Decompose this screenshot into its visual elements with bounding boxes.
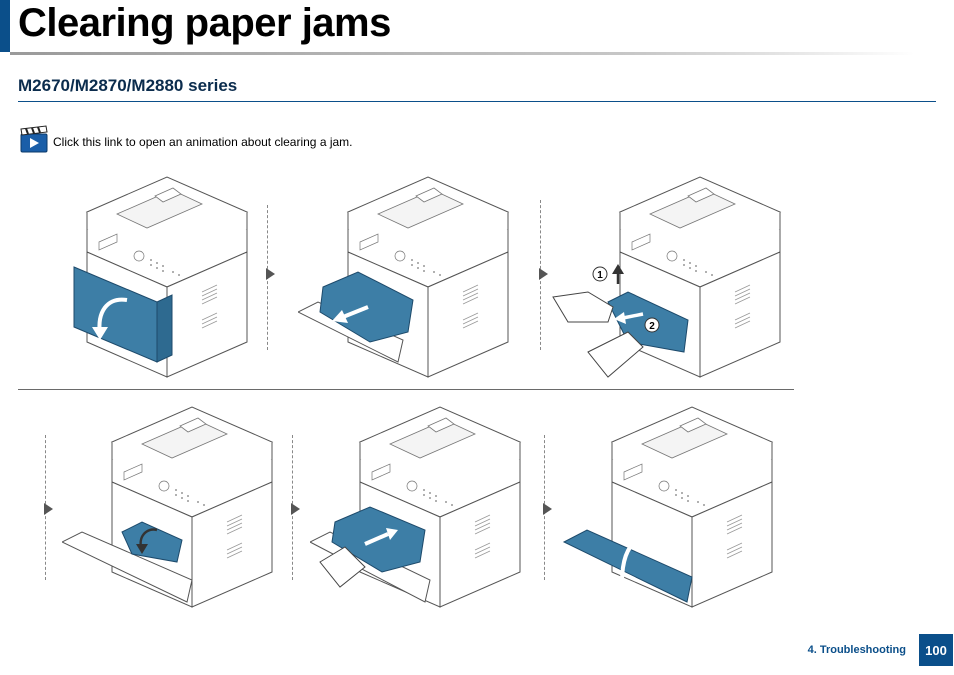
page-title: Clearing paper jams bbox=[18, 1, 391, 45]
title-underline bbox=[10, 52, 915, 55]
step-3-callout-1: 1 bbox=[597, 270, 603, 281]
step-3-callout-2: 2 bbox=[649, 321, 655, 332]
pull-arrow-icon bbox=[364, 532, 389, 546]
step-6-illustration bbox=[562, 406, 773, 608]
step-1-illustration bbox=[73, 176, 248, 378]
animation-clapperboard-icon[interactable] bbox=[19, 124, 49, 159]
step-5-illustration bbox=[310, 406, 521, 608]
step-4-illustration bbox=[62, 406, 273, 608]
page-number: 100 bbox=[919, 634, 953, 666]
step-arrow-icon bbox=[291, 503, 300, 515]
animation-link[interactable]: Click this link to open an animation abo… bbox=[19, 124, 353, 159]
section-heading: M2670/M2870/M2880 series bbox=[18, 76, 238, 95]
animation-link-text[interactable]: Click this link to open an animation abo… bbox=[53, 134, 353, 149]
title-accent-bar bbox=[0, 0, 10, 52]
footer-section-label: 4. Troubleshooting bbox=[807, 644, 906, 656]
step-arrow-icon bbox=[44, 503, 53, 515]
section-divider bbox=[18, 101, 936, 102]
step-3-illustration: 1 2 bbox=[552, 176, 781, 378]
play-icon bbox=[30, 138, 39, 148]
step-arrow-icon bbox=[543, 503, 552, 515]
step-2-illustration bbox=[298, 176, 509, 378]
step-arrow-icon bbox=[266, 268, 275, 280]
row-divider bbox=[18, 389, 794, 390]
pull-arrow-icon bbox=[342, 305, 369, 319]
